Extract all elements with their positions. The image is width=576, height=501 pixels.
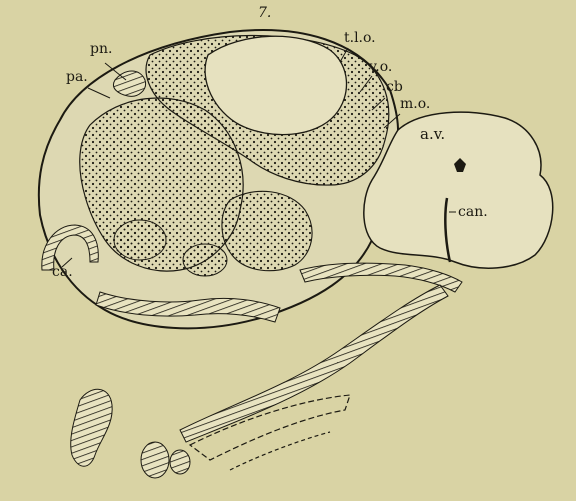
label-mo: m.o.	[400, 97, 430, 111]
figure-number: 7.	[258, 6, 271, 20]
detached-cartilage-loop	[170, 450, 190, 474]
label-ca: ca.	[52, 265, 73, 279]
label-pn: pn.	[90, 42, 112, 56]
label-vo: v.o.	[369, 60, 392, 74]
lower-tissue-strip	[230, 432, 330, 470]
label-tlo: t.l.o.	[344, 31, 376, 45]
label-av: a.v.	[420, 127, 445, 142]
small-dotted-lobe	[183, 244, 227, 276]
detached-cartilage-loop	[141, 442, 169, 478]
small-dotted-lobe	[114, 220, 166, 260]
detached-cartilage-loop	[71, 389, 112, 466]
label-cb: cb	[386, 80, 403, 94]
label-pa: pa.	[66, 70, 88, 84]
label-can: can.	[458, 205, 488, 219]
central-lower-dotted-mass	[222, 191, 312, 270]
